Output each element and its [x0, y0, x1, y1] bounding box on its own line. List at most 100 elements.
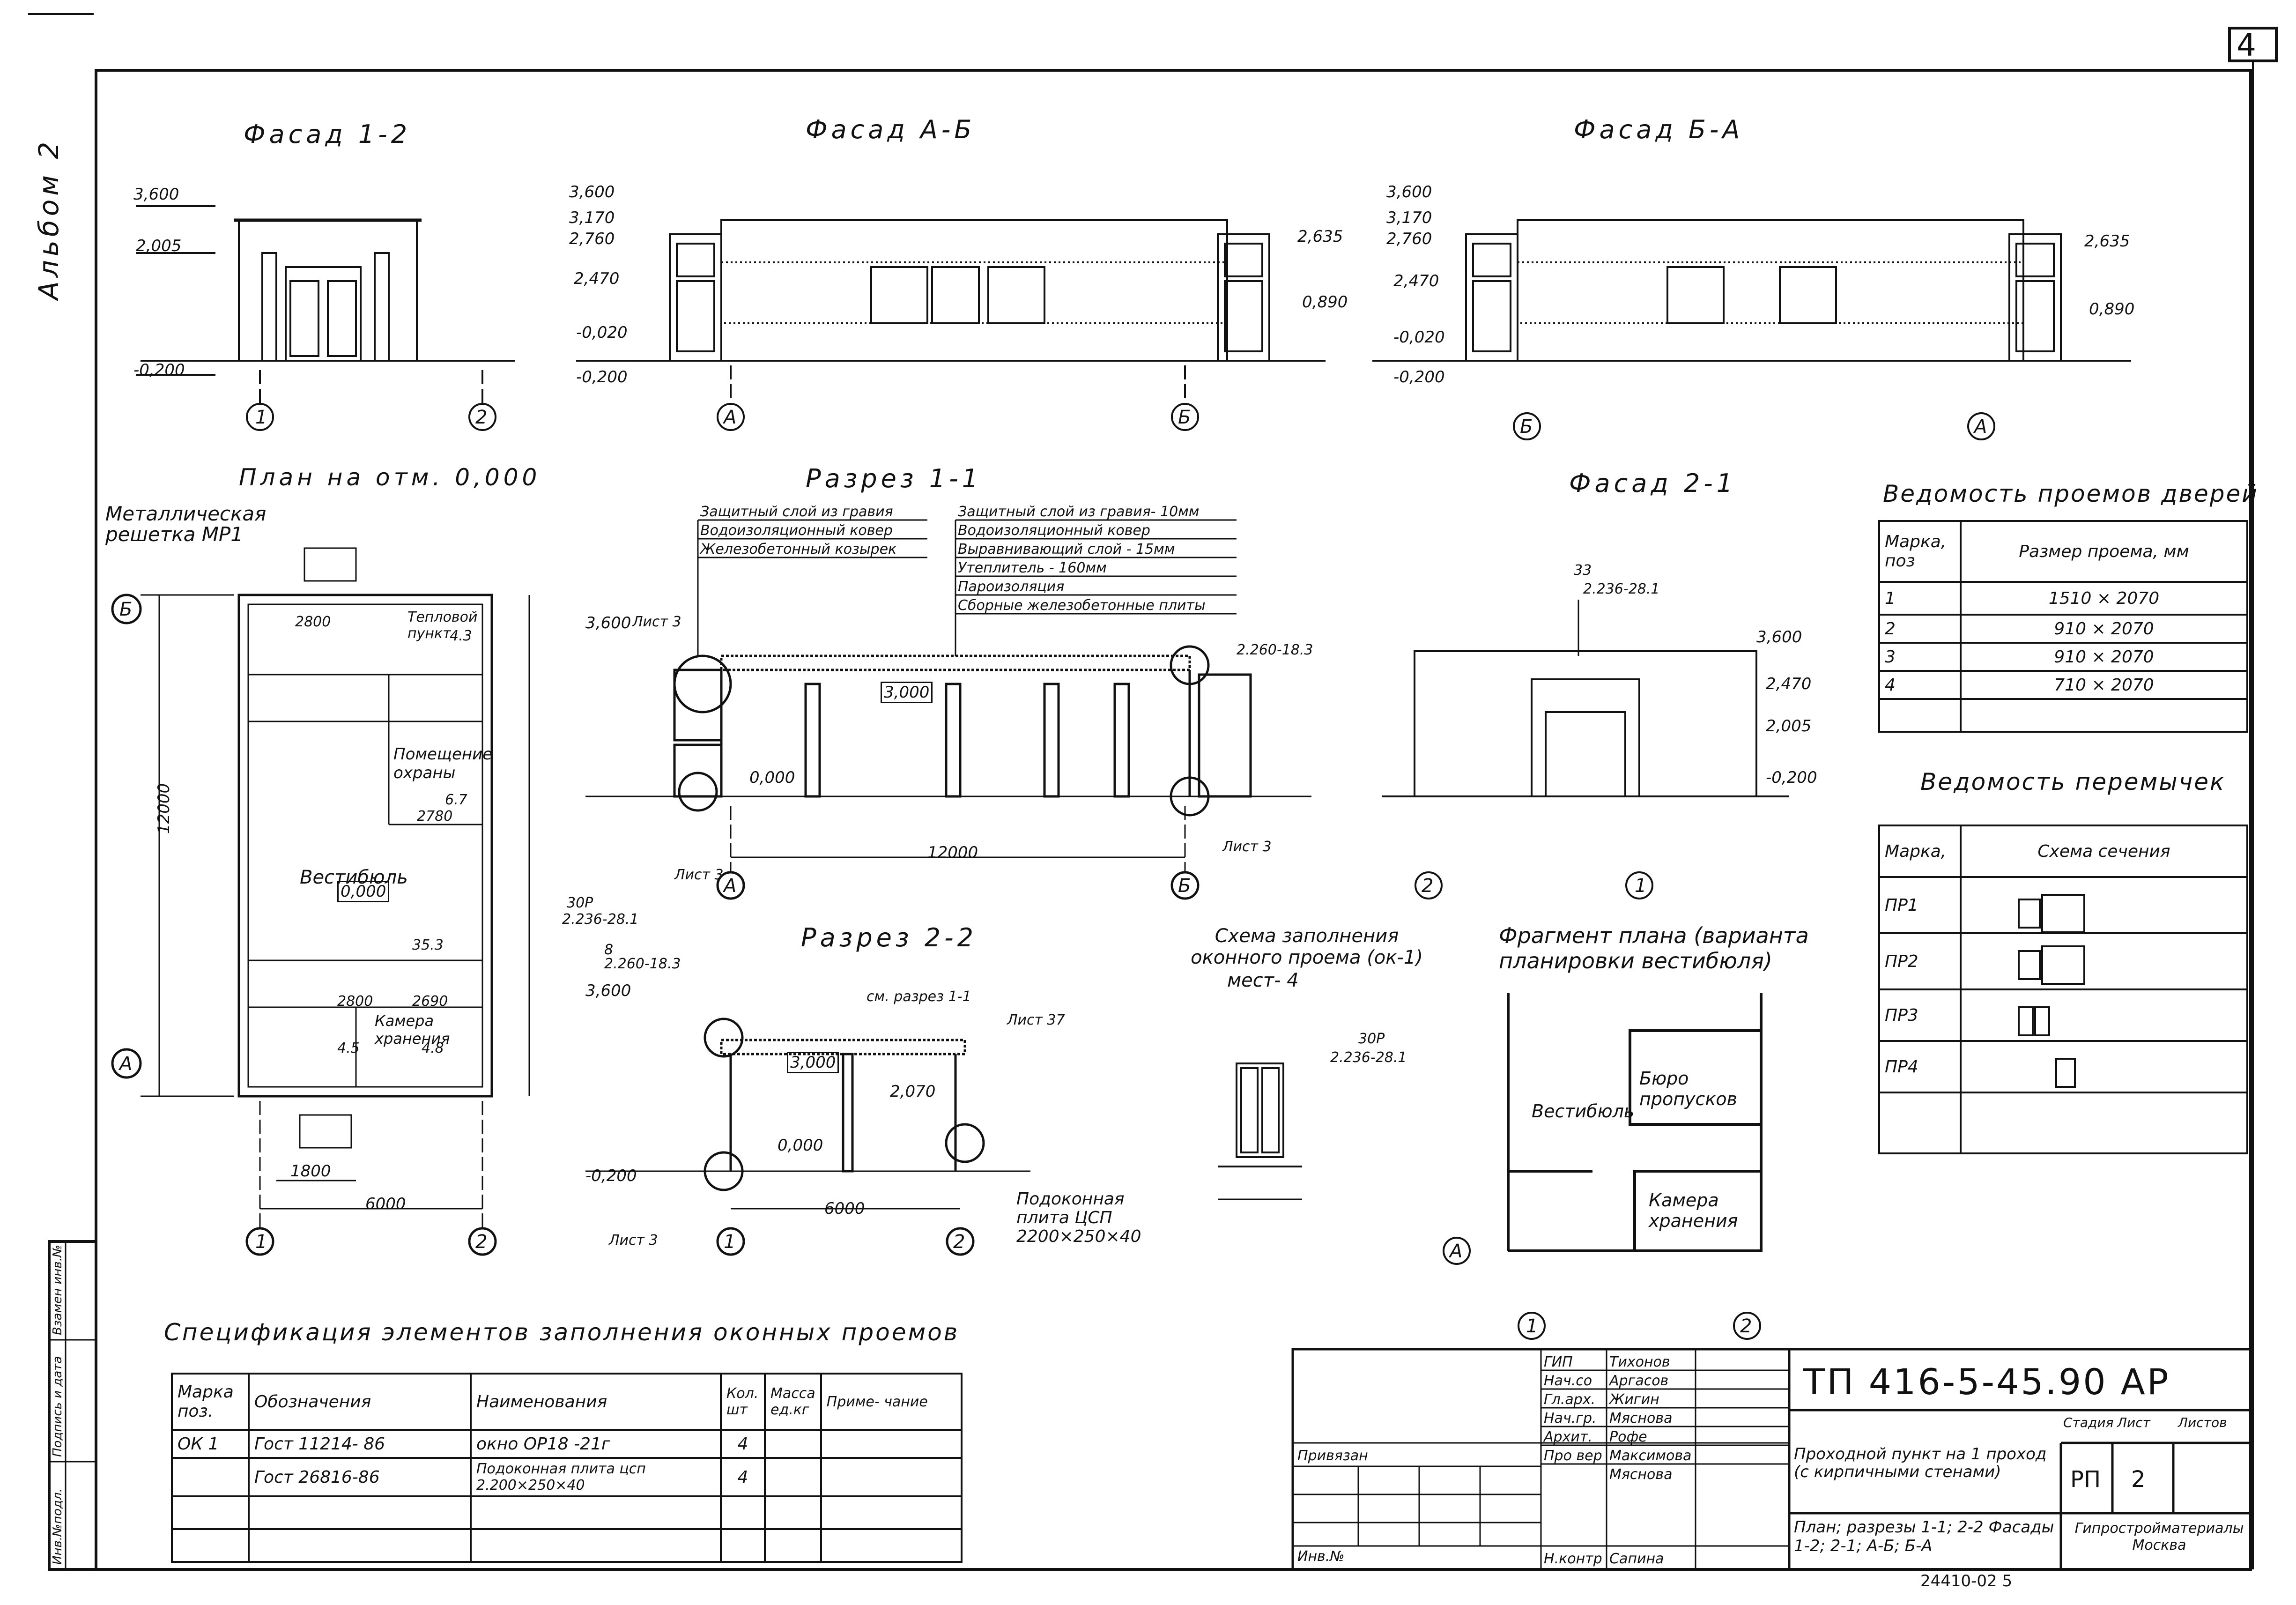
lintels-cell: ПР3: [1878, 988, 1962, 1042]
doors-cell: 3: [1878, 642, 1962, 672]
stamp-bound: Привязан: [1297, 1448, 1368, 1464]
doors-cell: [1960, 698, 2248, 733]
room-heat: Тепловой пункт: [407, 609, 478, 642]
lintels-scheme: [1960, 1092, 2248, 1154]
stamp-inv: Инв.№: [1297, 1548, 1345, 1565]
side-stamp-inv: Инв.№подл.: [51, 1488, 65, 1565]
stamp-stage: РП: [2070, 1466, 2101, 1493]
stamp-role: Н.контр: [1544, 1551, 1602, 1567]
spec-cell: [764, 1429, 822, 1459]
axis-label: А: [724, 875, 737, 897]
roof-note: Защитный слой из гравия- 10мм: [958, 504, 1200, 520]
spec-cell: 4: [720, 1429, 766, 1459]
stamp-role: Нач.гр.: [1544, 1410, 1597, 1427]
level-label: 0,890: [1302, 293, 1348, 312]
sheet-ref: Лист 3: [609, 1232, 658, 1248]
lintels-cell: ПР2: [1878, 932, 1962, 990]
room-storage: Камера хранения: [1649, 1190, 1738, 1231]
level-label: 3,600: [585, 981, 631, 1000]
album-label: Альбом 2: [33, 138, 65, 300]
level-label: 0,890: [2089, 300, 2135, 319]
level-label: 2,470: [1766, 675, 1812, 693]
title-plan-fragment: Фрагмент плана (варианта планировки вест…: [1499, 923, 1809, 973]
sheet-ref: Лист 3: [1222, 839, 1272, 855]
level-label: -0,020: [1393, 328, 1445, 347]
side-stamp-replace: Взамен инв.№: [51, 1245, 65, 1335]
dim-6000: 6000: [365, 1195, 406, 1213]
room-vestibule: Вестибюль: [300, 867, 408, 888]
axis-label: 2: [1740, 1315, 1752, 1337]
stamp-role: ГИП: [1544, 1354, 1573, 1370]
area: 4.8: [422, 1040, 444, 1056]
axis-label: 2: [475, 407, 488, 428]
metal-grid-label: Металлическая решетка МР1: [105, 502, 267, 546]
stamp-name: Аргасов: [1609, 1373, 1669, 1389]
spec-cell: Гост 26816-86: [248, 1457, 472, 1497]
stamp-stage-h: Стадия: [2063, 1415, 2114, 1430]
doors-header: Размер проема, мм: [1960, 520, 2248, 583]
lintels-header: Марка,: [1878, 825, 1962, 878]
room-storage: Камера хранения: [375, 1012, 450, 1048]
title-window-scheme: Схема заполнения оконного проема (ок-1): [1191, 925, 1423, 968]
level-label: -0,200: [133, 361, 185, 379]
level-label: 2,635: [2084, 232, 2130, 251]
spec-header: Кол. шт: [720, 1373, 766, 1431]
spec-cell: 4: [720, 1457, 766, 1497]
spec-cell: [764, 1457, 822, 1497]
spec-header: Марка поз.: [171, 1373, 250, 1431]
window-places: мест- 4: [1227, 970, 1299, 991]
lintels-cell: ПР4: [1878, 1040, 1962, 1093]
doors-cell: 910 × 2070: [1960, 614, 2248, 644]
ref: 8: [604, 942, 614, 958]
level-label: -0,020: [576, 323, 628, 342]
sheet-code: ТП 416-5-45.90 АР: [1803, 1361, 2170, 1403]
stamp-sheet: 2: [2131, 1466, 2146, 1493]
stamp-name: Мяснова: [1609, 1410, 1673, 1427]
level-label: 3,000: [881, 682, 933, 703]
roof-note: Железобетонный козырек: [700, 541, 897, 557]
title-facade-2-1: Фасад 2-1: [1569, 468, 1737, 498]
level-label: 0,000: [778, 1136, 823, 1155]
stamp-role: Гл.арх.: [1544, 1391, 1596, 1408]
room-guard: Помещение охраны: [393, 745, 493, 782]
level-label: 2,005: [1766, 717, 1812, 736]
doors-cell: 1: [1878, 581, 1962, 616]
level-label: 3,600: [133, 185, 179, 204]
level-label: 0,000: [749, 768, 795, 787]
spec-table: Марка поз. Обозначения Наименования Кол.…: [171, 1373, 963, 1563]
level-label: -0,200: [1393, 368, 1445, 386]
doors-header: Марка, поз: [1878, 520, 1962, 583]
dim-1800: 1800: [290, 1162, 331, 1181]
lintels-scheme: [1960, 1040, 2248, 1093]
spec-header: Обозначения: [248, 1373, 472, 1431]
level-label: -0,200: [576, 368, 628, 386]
doors-cell: 2: [1878, 614, 1962, 644]
roof-note: Выравнивающий слой - 15мм: [958, 541, 1175, 557]
lintels-scheme: [1960, 876, 2248, 934]
level-label: 2,760: [1386, 230, 1432, 248]
title-facade-1-2: Фасад 1-2: [244, 119, 411, 149]
lintels-table: Марка, Схема сечения ПР1 ПР2 ПР3 ПР4: [1878, 825, 2248, 1154]
roof-note: Защитный слой из гравия: [700, 504, 893, 520]
doors-cell: [1878, 698, 1962, 733]
dim-12000: 12000: [155, 783, 173, 834]
axis-label: Б: [1178, 407, 1191, 428]
level-label: -0,200: [1766, 768, 1817, 787]
ref: 30Р: [567, 895, 593, 911]
stamp-name: Максимова: [1609, 1448, 1692, 1464]
spec-cell: ОК 1: [171, 1429, 250, 1459]
stamp-sheets-h: Листов: [2178, 1415, 2227, 1430]
axis-label: 1: [1526, 1315, 1538, 1337]
level-label: 3,600: [569, 183, 615, 201]
level-label: 3,170: [1386, 208, 1432, 227]
stamp-name: Мяснова: [1609, 1466, 1673, 1483]
level-label: 3,600: [585, 614, 631, 632]
axis-label: 1: [1635, 875, 1647, 897]
spec-cell: Подоконная плита цсп 2.200×250×40: [470, 1457, 722, 1497]
stamp-project: Проходной пункт на 1 проход (с кирпичным…: [1794, 1445, 2047, 1481]
level-label: 2,635: [1297, 227, 1343, 246]
roof-note: Сборные железобетонные плиты: [958, 597, 1206, 614]
area: 6.7: [445, 792, 467, 808]
see-section: см. разрез 1-1: [867, 988, 971, 1005]
